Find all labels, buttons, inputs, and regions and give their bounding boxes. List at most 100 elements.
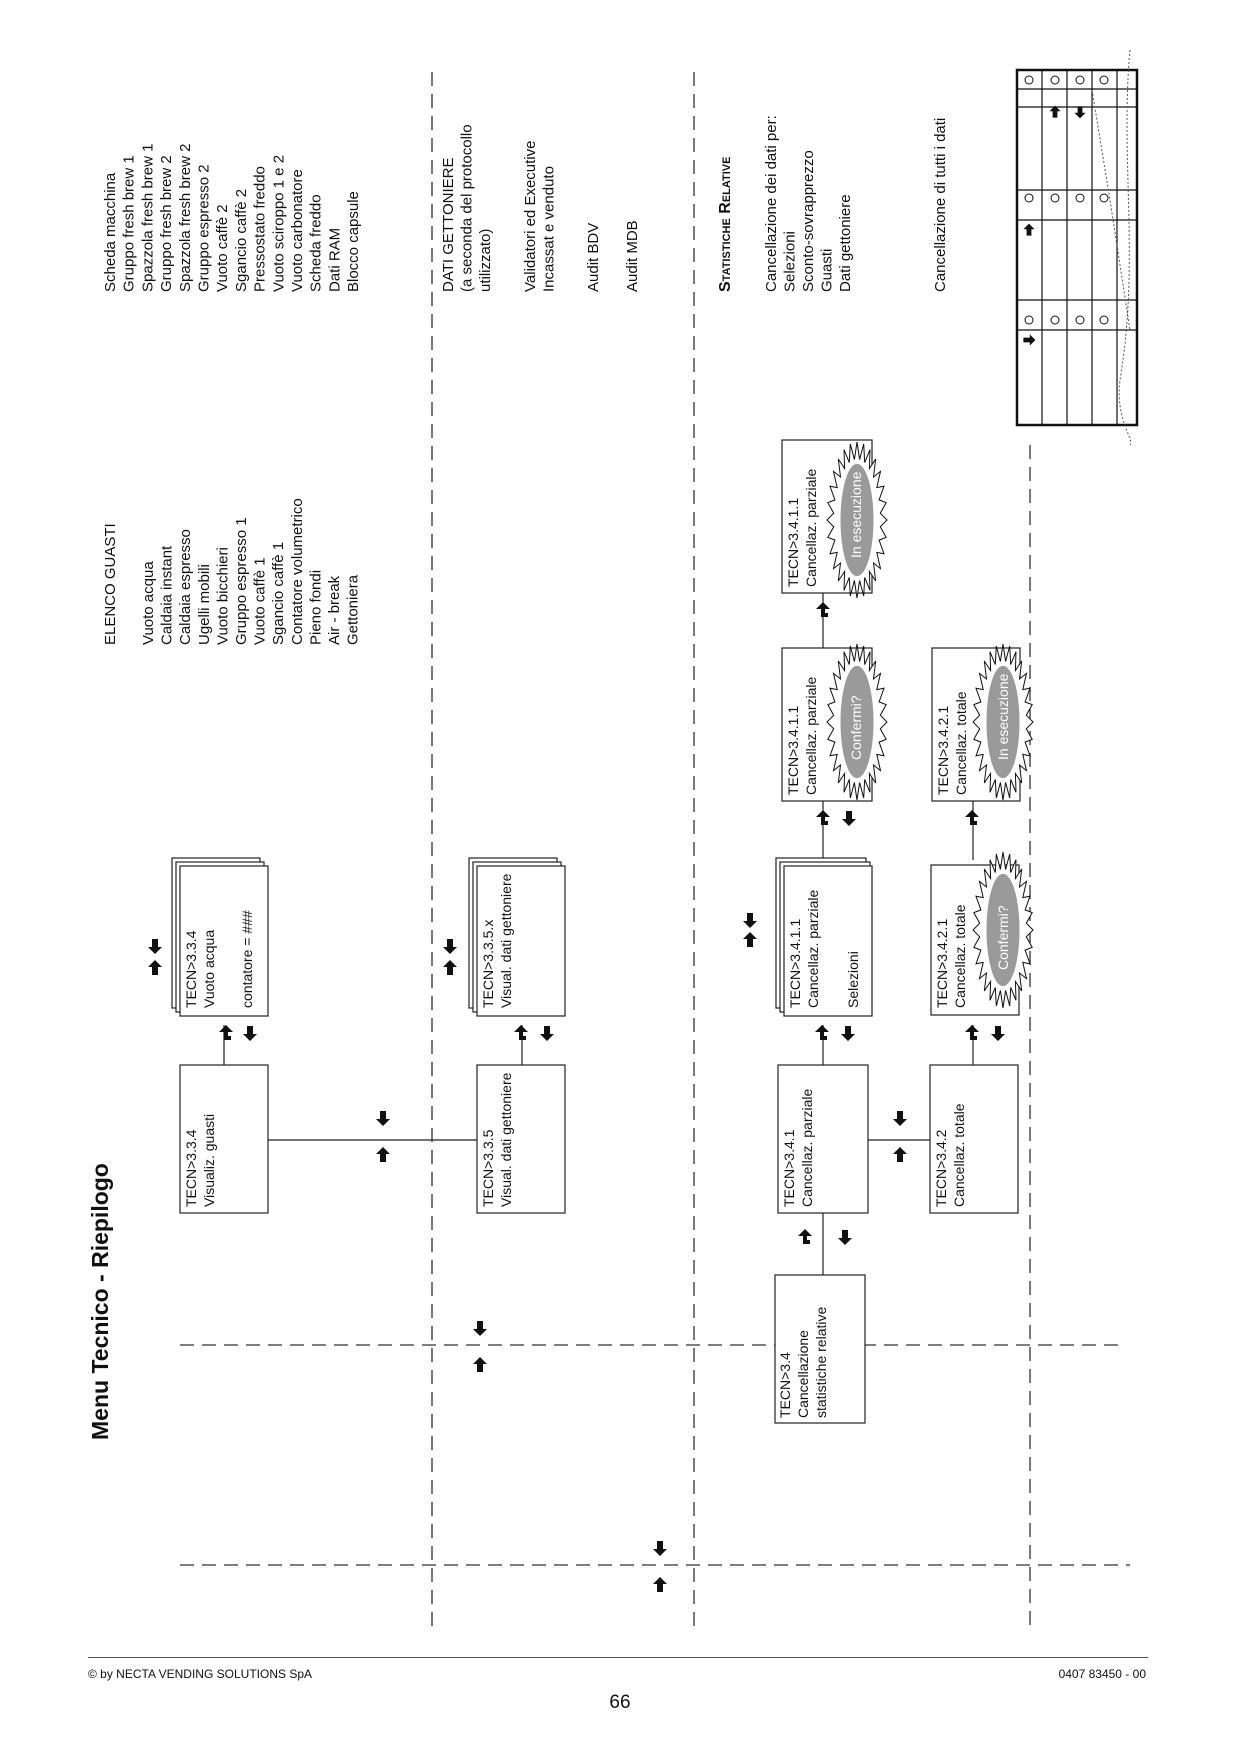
arrow-left-icon — [653, 1541, 667, 1556]
scheda-list-item: Scheda macchina — [102, 172, 119, 292]
arrow-down-icon — [841, 1026, 855, 1041]
box-341-line2: Cancellaz. parziale — [799, 1089, 815, 1207]
burst-confirm-1-core — [840, 665, 874, 779]
burst-exec-1-core — [840, 463, 874, 577]
return-arrow-icon — [219, 1025, 233, 1040]
scheda-list-item: Pressostato freddo — [252, 166, 269, 292]
footer-copyright: © by NECTA VENDING SOLUTIONS SpA — [88, 1667, 313, 1681]
box-3421e-line1: TECN>3.4.2.1 — [935, 706, 951, 795]
scheda-list-item: Spazzola fresh brew 1 — [139, 144, 156, 292]
footer-doc-code: 0407 83450 - 00 — [1058, 1667, 1146, 1681]
scheda-list-item: Blocco capsule — [345, 191, 362, 292]
guasti-list-item: Vuoto caffè 1 — [252, 557, 269, 645]
guasti-list-item: Gruppo espresso 1 — [233, 517, 250, 645]
burst-label-confirm-2: Confermi? — [995, 905, 1011, 970]
guasti-list-item: Ugelli mobili — [196, 564, 213, 645]
box-341-line1: TECN>3.4.1 — [781, 1129, 797, 1207]
return-arrow-icon — [965, 1025, 979, 1040]
footer-rule — [88, 1657, 1148, 1658]
guasti-list-item: Vuoto acqua — [140, 561, 157, 645]
burst-label-exec-1: In esecuzione — [848, 471, 864, 558]
guasti-list-item: Caldaia instant — [159, 545, 176, 645]
box-3421-line1: TECN>3.4.2.1 — [934, 919, 950, 1008]
arrow-down-icon — [443, 939, 457, 954]
validatori-text: Incassat e venduto — [541, 166, 558, 292]
arrow-down-icon — [743, 913, 757, 928]
guasti-list-item: Contatore volumetrico — [289, 498, 306, 645]
audit-mdb: Audit MDB — [624, 220, 641, 292]
burst-label-confirm-1: Confermi? — [848, 695, 864, 760]
box-334b-line2: Vuoto acqua — [201, 930, 217, 1008]
stat-list-item: Selezioni — [782, 231, 799, 292]
return-arrow-icon — [965, 810, 979, 825]
stat-list-item: Cancellazione dei dati per: — [763, 115, 780, 292]
page-title: Menu Tecnico - Riepilogo — [87, 1163, 113, 1440]
audit-bdv: Audit BDV — [585, 223, 602, 292]
box-335x-line2: Visual. dati gettoniere — [498, 873, 514, 1008]
guasti-list-item: Gettoniera — [345, 574, 362, 645]
box-3421e-line2: Cancellaz. totale — [953, 691, 969, 795]
arrow-left-icon — [893, 1111, 907, 1126]
stat-title: Statistiche Relative — [717, 157, 734, 292]
validatori-text: Validatori ed Executive — [522, 141, 539, 292]
return-arrow-icon — [816, 602, 830, 617]
keypad-icon — [1015, 49, 1139, 446]
box-342-line1: TECN>3.4.2 — [933, 1129, 949, 1207]
arrow-down-icon — [540, 1026, 554, 1041]
scheda-list-item: Scheda freddo — [308, 194, 325, 292]
box-3411-line3: Selezioni — [845, 951, 861, 1008]
arrow-right-icon — [376, 1147, 390, 1162]
box-335-line2: Visual. dati gettoniere — [498, 1072, 514, 1207]
box-3411e-line2: Cancellaz. parziale — [803, 469, 819, 587]
starbursts — [826, 441, 1034, 1009]
guasti-list-item: Caldaia espresso — [177, 529, 194, 645]
stat-list-item: Dati gettoniere — [837, 194, 854, 292]
scheda-list-item: Vuoto caffè 2 — [214, 204, 231, 292]
gettoniere-text: utilizzato) — [477, 229, 494, 292]
return-arrow-icon — [798, 1229, 812, 1244]
guasti-list-item: Vuoto bicchieri — [214, 547, 231, 645]
scheda-list-item: Vuoto carbonatore — [289, 169, 306, 292]
scheda-list-item: Gruppo espresso 2 — [196, 164, 213, 292]
box-34-line2: Cancellazione — [795, 1330, 811, 1418]
guasti-title: ELENCO GUASTI — [102, 523, 119, 645]
burst-confirm-2-core — [986, 873, 1020, 987]
arrow-right-icon — [653, 1577, 667, 1592]
arrow-right-icon — [893, 1147, 907, 1162]
guasti-list-item: Pieno fondi — [307, 570, 324, 645]
scheda-list-item: Vuoto sciroppo 1 e 2 — [270, 155, 287, 292]
box-334b-line1: TECN>3.3.4 — [183, 930, 199, 1008]
box-334-line1: TECN>3.3.4 — [183, 1129, 199, 1207]
arrow-up-icon — [148, 960, 162, 975]
guasti-list-item: Sgancio caffè 1 — [270, 542, 287, 645]
box-3421-line2: Cancellaz. totale — [952, 904, 968, 1008]
arrow-down-icon — [243, 1026, 257, 1041]
box-3411-line2: Cancellaz. parziale — [805, 890, 821, 1008]
box-3411e-line1: TECN>3.4.1.1 — [785, 498, 801, 587]
scheda-list-item: Gruppo fresh brew 1 — [121, 155, 138, 292]
box-335-line1: TECN>3.3.5 — [480, 1129, 496, 1207]
arrow-left-icon — [473, 1321, 487, 1336]
scheda-list-item: Gruppo fresh brew 2 — [158, 155, 175, 292]
box-3411-line1: TECN>3.4.1.1 — [787, 919, 803, 1008]
cancel-all-text: Cancellazione di tutti i dati — [932, 118, 949, 292]
box-3411c-line2: Cancellaz. parziale — [803, 677, 819, 795]
guasti-list-item: Air - break — [326, 575, 343, 645]
return-arrow-icon — [514, 1025, 528, 1040]
stat-list-item: Sconto-sovrapprezzo — [800, 150, 817, 292]
box-34-line3: statistiche relative — [813, 1307, 829, 1418]
scheda-list-item: Dati RAM — [326, 228, 343, 292]
box-342-line2: Cancellaz. totale — [951, 1103, 967, 1207]
dashed-separators — [180, 72, 1130, 1630]
arrow-left-icon — [376, 1111, 390, 1126]
box-34-line1: TECN>3.4 — [777, 1352, 793, 1418]
burst-label-exec-2: In esecuzione — [995, 673, 1011, 760]
arrow-right-icon — [473, 1357, 487, 1372]
arrow-down-icon — [842, 811, 856, 826]
burst-exec-2-core — [986, 665, 1020, 779]
stat-list-item: Guasti — [819, 249, 836, 292]
box-335x-line1: TECN>3.3.5.x — [480, 920, 496, 1008]
box-3411c-line1: TECN>3.4.1.1 — [785, 706, 801, 795]
gettoniere-text: DATI GETTONIERE — [440, 158, 457, 292]
